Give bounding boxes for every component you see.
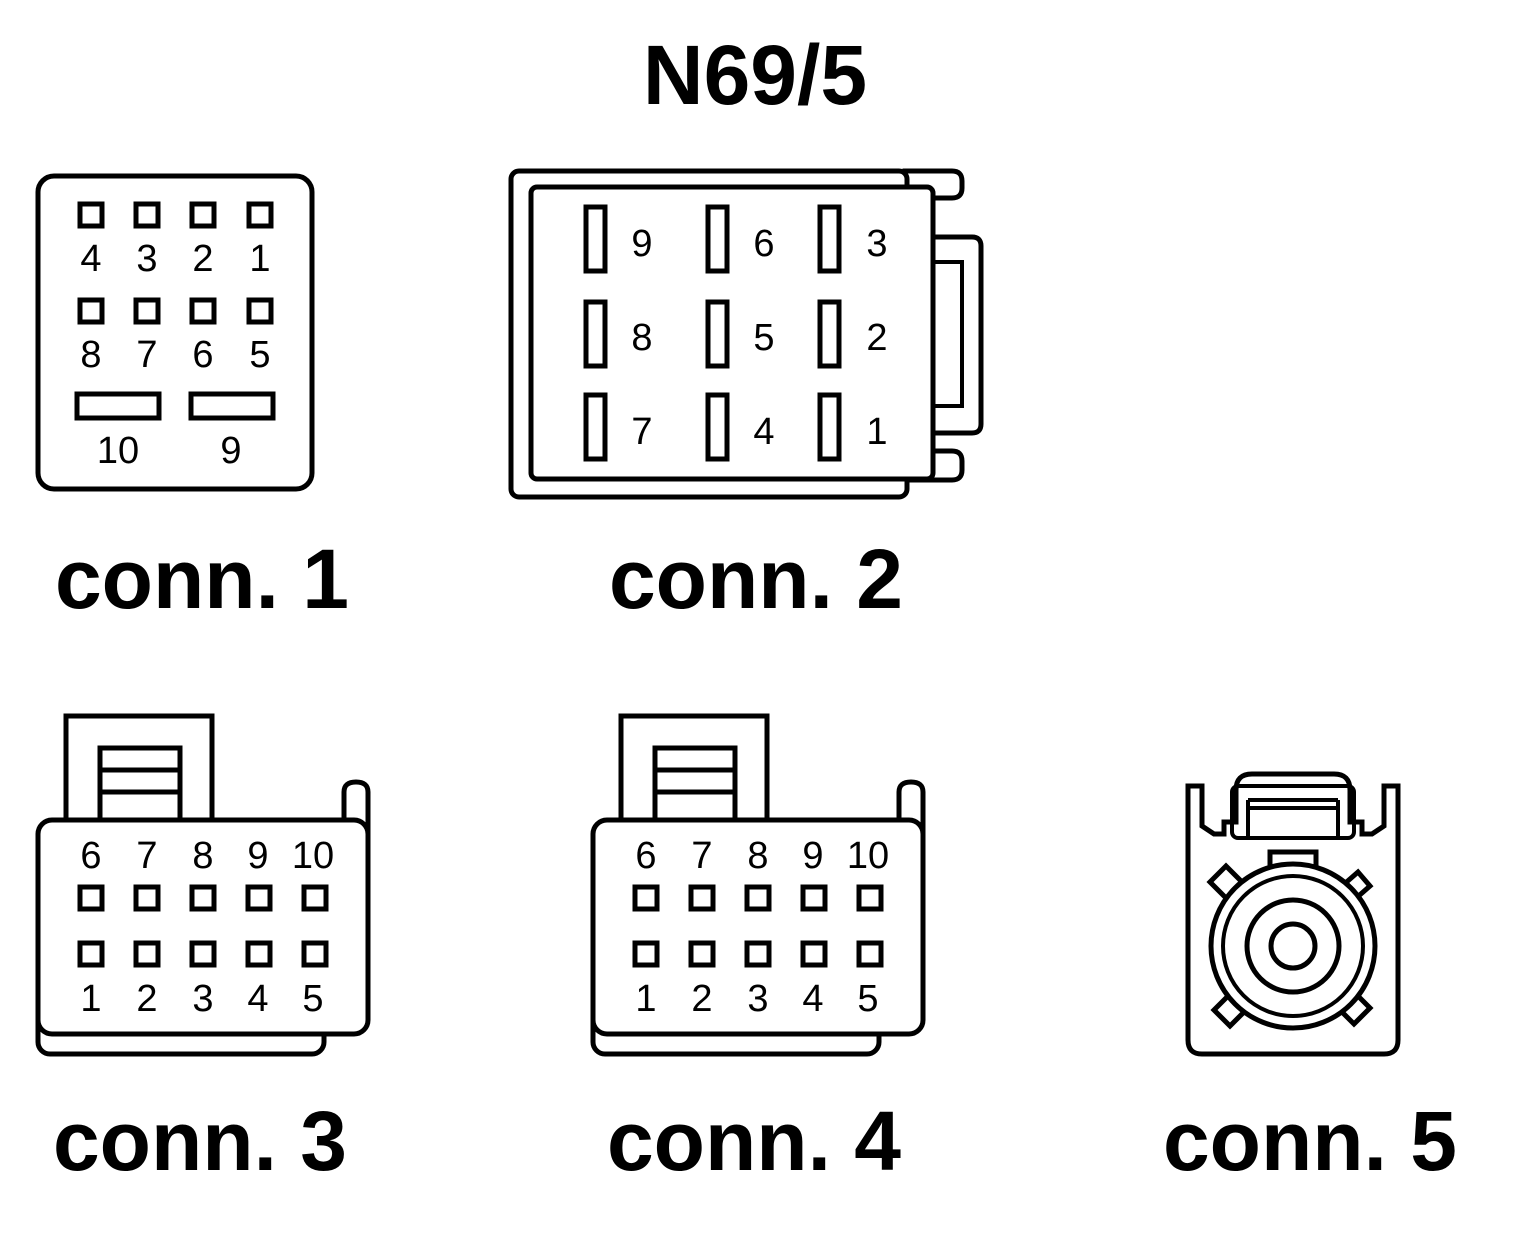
pin-label: 5 bbox=[249, 334, 270, 376]
pin-label: 9 bbox=[220, 430, 241, 472]
connector-5-ring bbox=[1221, 874, 1365, 1018]
connector-4-pin bbox=[856, 884, 884, 912]
pin-label: 2 bbox=[866, 317, 887, 359]
pin-label: 6 bbox=[635, 835, 656, 877]
connector-3-pin bbox=[77, 884, 105, 912]
pin-label: 2 bbox=[192, 238, 213, 280]
connector-2-pin bbox=[817, 204, 842, 274]
connector-4-housing bbox=[590, 817, 926, 1037]
connector-3-pin bbox=[189, 884, 217, 912]
diagram-title: N69/5 bbox=[643, 28, 867, 122]
connector-1-pin bbox=[246, 297, 274, 325]
connector-4-caption: conn. 4 bbox=[607, 1094, 901, 1188]
connector-1-pin bbox=[189, 201, 217, 229]
connector-3-housing bbox=[35, 817, 371, 1037]
pin-label: 1 bbox=[866, 411, 887, 453]
pin-label: 7 bbox=[136, 835, 157, 877]
connector-2-pin bbox=[705, 392, 730, 462]
connector-5-caption: conn. 5 bbox=[1163, 1094, 1457, 1188]
connector-4-pin bbox=[632, 884, 660, 912]
connector-2-latch bbox=[927, 234, 984, 436]
pin-label: 8 bbox=[192, 835, 213, 877]
pin-label: 10 bbox=[97, 430, 139, 472]
connector-4-pin bbox=[688, 940, 716, 968]
connector-5-center-pin bbox=[1268, 921, 1318, 971]
pin-label: 7 bbox=[691, 835, 712, 877]
pin-label: 1 bbox=[635, 978, 656, 1020]
connector-2-caption: conn. 2 bbox=[609, 532, 903, 626]
connector-1-pin bbox=[133, 297, 161, 325]
connector-3-pin bbox=[133, 884, 161, 912]
connector-1-caption: conn. 1 bbox=[55, 532, 349, 626]
connector-2: 9 6 3 8 5 2 7 4 1 bbox=[508, 168, 984, 500]
pin-label: 7 bbox=[136, 334, 157, 376]
connector-2-pin bbox=[705, 299, 730, 369]
pin-label: 8 bbox=[747, 835, 768, 877]
pin-label: 2 bbox=[691, 978, 712, 1020]
connector-4-pin bbox=[632, 940, 660, 968]
pin-label: 6 bbox=[80, 835, 101, 877]
pin-label: 4 bbox=[753, 411, 774, 453]
connector-3-pin bbox=[189, 940, 217, 968]
connector-4-pin bbox=[800, 884, 828, 912]
pin-label: 9 bbox=[631, 223, 652, 265]
connector-1-pin bbox=[74, 391, 162, 421]
connector-4-pin bbox=[800, 940, 828, 968]
connector-3-caption: conn. 3 bbox=[53, 1094, 347, 1188]
pin-label: 6 bbox=[192, 334, 213, 376]
pin-label: 4 bbox=[80, 238, 101, 280]
pin-label: 7 bbox=[631, 411, 652, 453]
connector-3-pin bbox=[301, 884, 329, 912]
connector-2-pin bbox=[817, 299, 842, 369]
connector-1-pin bbox=[246, 201, 274, 229]
pin-label: 3 bbox=[866, 223, 887, 265]
connector-1-pin bbox=[77, 201, 105, 229]
pin-label: 9 bbox=[247, 835, 268, 877]
connector-3-pin bbox=[77, 940, 105, 968]
pin-label: 5 bbox=[857, 978, 878, 1020]
connector-2-pin bbox=[705, 204, 730, 274]
pin-label: 3 bbox=[747, 978, 768, 1020]
connector-5-latch bbox=[1230, 784, 1356, 840]
connector-1-pin bbox=[189, 297, 217, 325]
pin-label: 1 bbox=[249, 238, 270, 280]
connector-4-pin bbox=[688, 884, 716, 912]
pin-label: 9 bbox=[802, 835, 823, 877]
connector-4: 6 7 8 9 10 1 2 3 4 5 bbox=[590, 713, 926, 1057]
pin-label: 6 bbox=[753, 223, 774, 265]
pin-label: 3 bbox=[136, 238, 157, 280]
connector-2-pin bbox=[583, 204, 608, 274]
connector-1: 4 3 2 1 8 7 6 5 10 9 bbox=[35, 173, 315, 492]
connector-3-pin bbox=[245, 884, 273, 912]
pin-label: 4 bbox=[247, 978, 268, 1020]
pin-label: 8 bbox=[80, 334, 101, 376]
pin-label: 2 bbox=[136, 978, 157, 1020]
pin-label: 8 bbox=[631, 317, 652, 359]
connector-3-pin bbox=[245, 940, 273, 968]
connector-3-pin bbox=[301, 940, 329, 968]
connector-4-pin bbox=[856, 940, 884, 968]
pin-label: 10 bbox=[292, 835, 334, 877]
connector-4-pin bbox=[744, 940, 772, 968]
pin-label: 1 bbox=[80, 978, 101, 1020]
pin-label: 4 bbox=[802, 978, 823, 1020]
pin-label: 5 bbox=[753, 317, 774, 359]
connector-2-pin bbox=[817, 392, 842, 462]
pin-label: 10 bbox=[847, 835, 889, 877]
connector-3: 6 7 8 9 10 1 2 3 4 5 bbox=[35, 713, 371, 1057]
pin-label: 5 bbox=[302, 978, 323, 1020]
connector-1-pin bbox=[188, 391, 276, 421]
connector-3-pin bbox=[133, 940, 161, 968]
connector-5 bbox=[1185, 771, 1401, 1057]
connector-1-pin bbox=[77, 297, 105, 325]
connector-1-pin bbox=[133, 201, 161, 229]
connector-4-pin bbox=[744, 884, 772, 912]
connector-2-pin bbox=[583, 299, 608, 369]
connector-2-pin bbox=[583, 392, 608, 462]
pin-label: 3 bbox=[192, 978, 213, 1020]
